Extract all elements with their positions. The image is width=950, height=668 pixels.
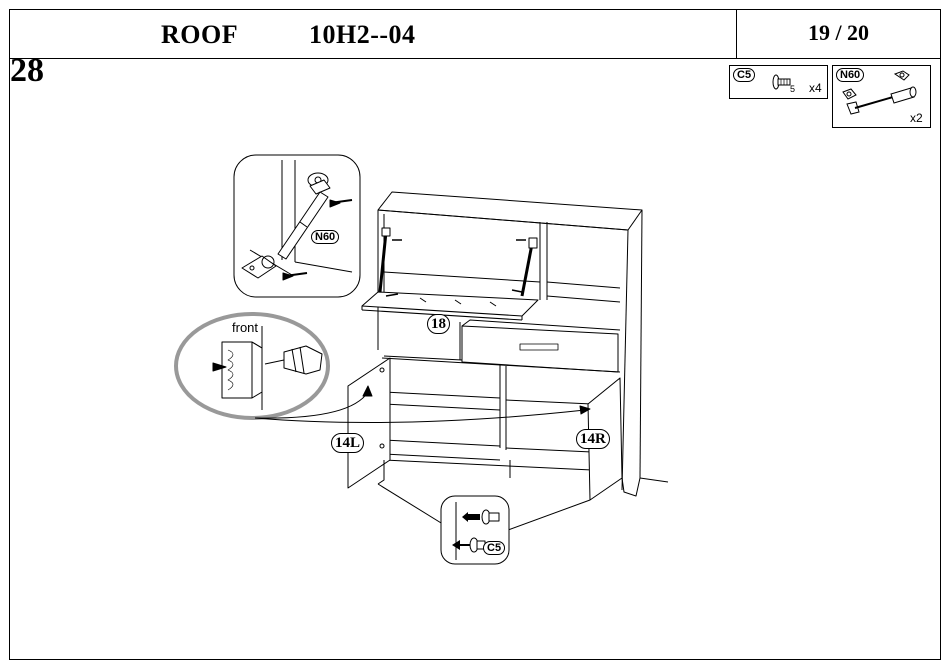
part-id-n60: N60 xyxy=(836,68,865,82)
strut-detail-inset xyxy=(233,154,361,298)
callout-hinge-screw: C5 xyxy=(483,541,506,555)
header-divider xyxy=(736,10,737,58)
callout-left-door: 14L xyxy=(331,433,365,453)
page-indicator: 19 / 20 xyxy=(807,20,870,45)
screw-icon xyxy=(772,74,791,90)
callout-flap-18: 18 xyxy=(427,314,450,334)
callout-right-door: 14R xyxy=(576,429,610,449)
part-id-c5: C5 xyxy=(733,68,756,82)
instruction-sheet: ROOF 10H2--04 19 / 20 xyxy=(9,9,941,660)
step-number: 28 xyxy=(10,52,44,89)
product-code: 10H2--04 xyxy=(309,20,416,49)
callout-strut-detail: N60 xyxy=(311,230,340,244)
part-box-c5: C5 5 x4 xyxy=(729,65,828,99)
part-box-n60: N60 x2 xyxy=(832,65,931,128)
page-header: ROOF 10H2--04 19 / 20 xyxy=(10,10,940,59)
part-size-c5: 5 xyxy=(790,84,796,94)
front-label: front xyxy=(232,320,259,335)
part-qty-n60: x2 xyxy=(910,111,923,125)
part-qty-c5: x4 xyxy=(809,81,822,95)
product-name: ROOF xyxy=(161,20,239,49)
drill-detail-inset xyxy=(174,312,330,420)
gas-strut-icon xyxy=(842,70,917,115)
